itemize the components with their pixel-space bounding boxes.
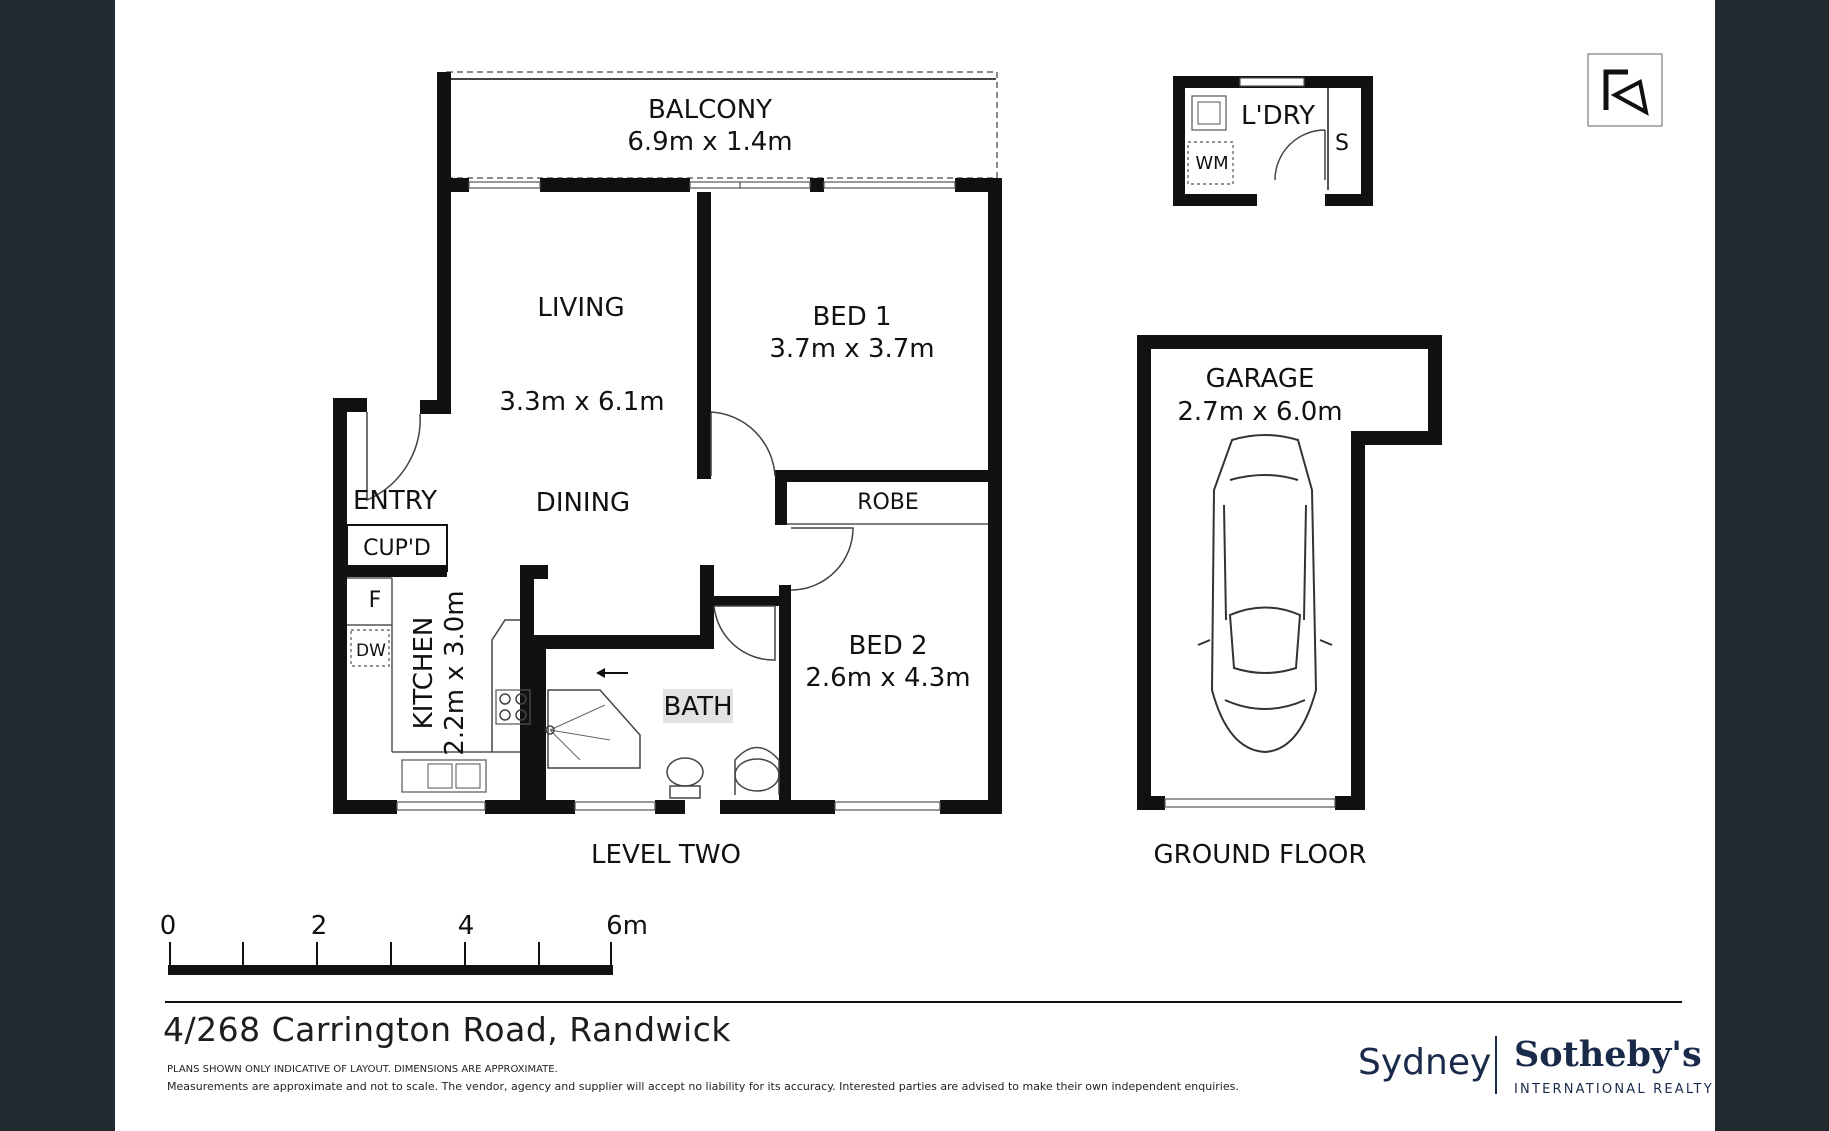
garage <box>1137 335 1442 810</box>
bed1-name: BED 1 <box>812 302 891 332</box>
living-dims: 3.3m x 6.1m <box>499 387 664 417</box>
compass-icon <box>1587 53 1663 127</box>
garage-name: GARAGE <box>1206 364 1315 394</box>
level-two-label: LEVEL TWO <box>591 840 741 870</box>
car-icon <box>1197 434 1333 754</box>
storage-label: S <box>1335 131 1349 156</box>
scale-label-4: 4 <box>458 911 475 941</box>
dining-name: DINING <box>536 488 630 518</box>
scale-label-6m: 6m <box>606 911 648 941</box>
bed2-name: BED 2 <box>848 631 927 661</box>
entry-name: ENTRY <box>353 486 437 516</box>
garage-dims: 2.7m x 6.0m <box>1177 397 1342 427</box>
footer-rule <box>165 1001 1682 1003</box>
bed2-dims: 2.6m x 4.3m <box>805 663 970 693</box>
bath-fixtures <box>545 668 780 799</box>
balcony-dims: 6.9m x 1.4m <box>627 127 792 157</box>
robe-name: ROBE <box>857 490 919 515</box>
dishwasher-label: DW <box>356 641 386 661</box>
scale-label-0: 0 <box>160 911 177 941</box>
balcony <box>437 71 998 182</box>
kitchen-name: KITCHEN <box>409 617 439 730</box>
disclaimer-line-1: PLANS SHOWN ONLY INDICATIVE OF LAYOUT. D… <box>167 1064 558 1075</box>
property-address: 4/268 Carrington Road, Randwick <box>163 1010 731 1049</box>
bed1-dims: 3.7m x 3.7m <box>769 334 934 364</box>
living-name: LIVING <box>537 293 624 323</box>
kitchen-dims: 2.2m x 3.0m <box>440 590 470 755</box>
ground-floor-label: GROUND FLOOR <box>1154 840 1367 870</box>
balcony-name: BALCONY <box>648 95 772 125</box>
cupd-name: CUP'D <box>363 536 431 561</box>
brand-divider <box>1495 1036 1497 1094</box>
fridge-label: F <box>369 588 382 613</box>
kitchen-fixtures <box>347 577 531 793</box>
level-two-walls <box>333 178 1002 814</box>
brand-city: Sydney <box>1358 1042 1492 1083</box>
brand-subtitle: INTERNATIONAL REALTY <box>1514 1082 1714 1097</box>
laundry <box>1173 76 1373 206</box>
door-swings <box>366 129 1326 661</box>
brand-name: Sotheby's <box>1514 1034 1702 1075</box>
laundry-name: L'DRY <box>1241 101 1315 131</box>
scale-bar: 0 2 4 6m <box>160 911 648 975</box>
bath-name: BATH <box>663 692 732 722</box>
washing-machine-label: WM <box>1195 153 1228 174</box>
scale-label-2: 2 <box>311 911 328 941</box>
disclaimer-line-2: Measurements are approximate and not to … <box>167 1080 1239 1093</box>
